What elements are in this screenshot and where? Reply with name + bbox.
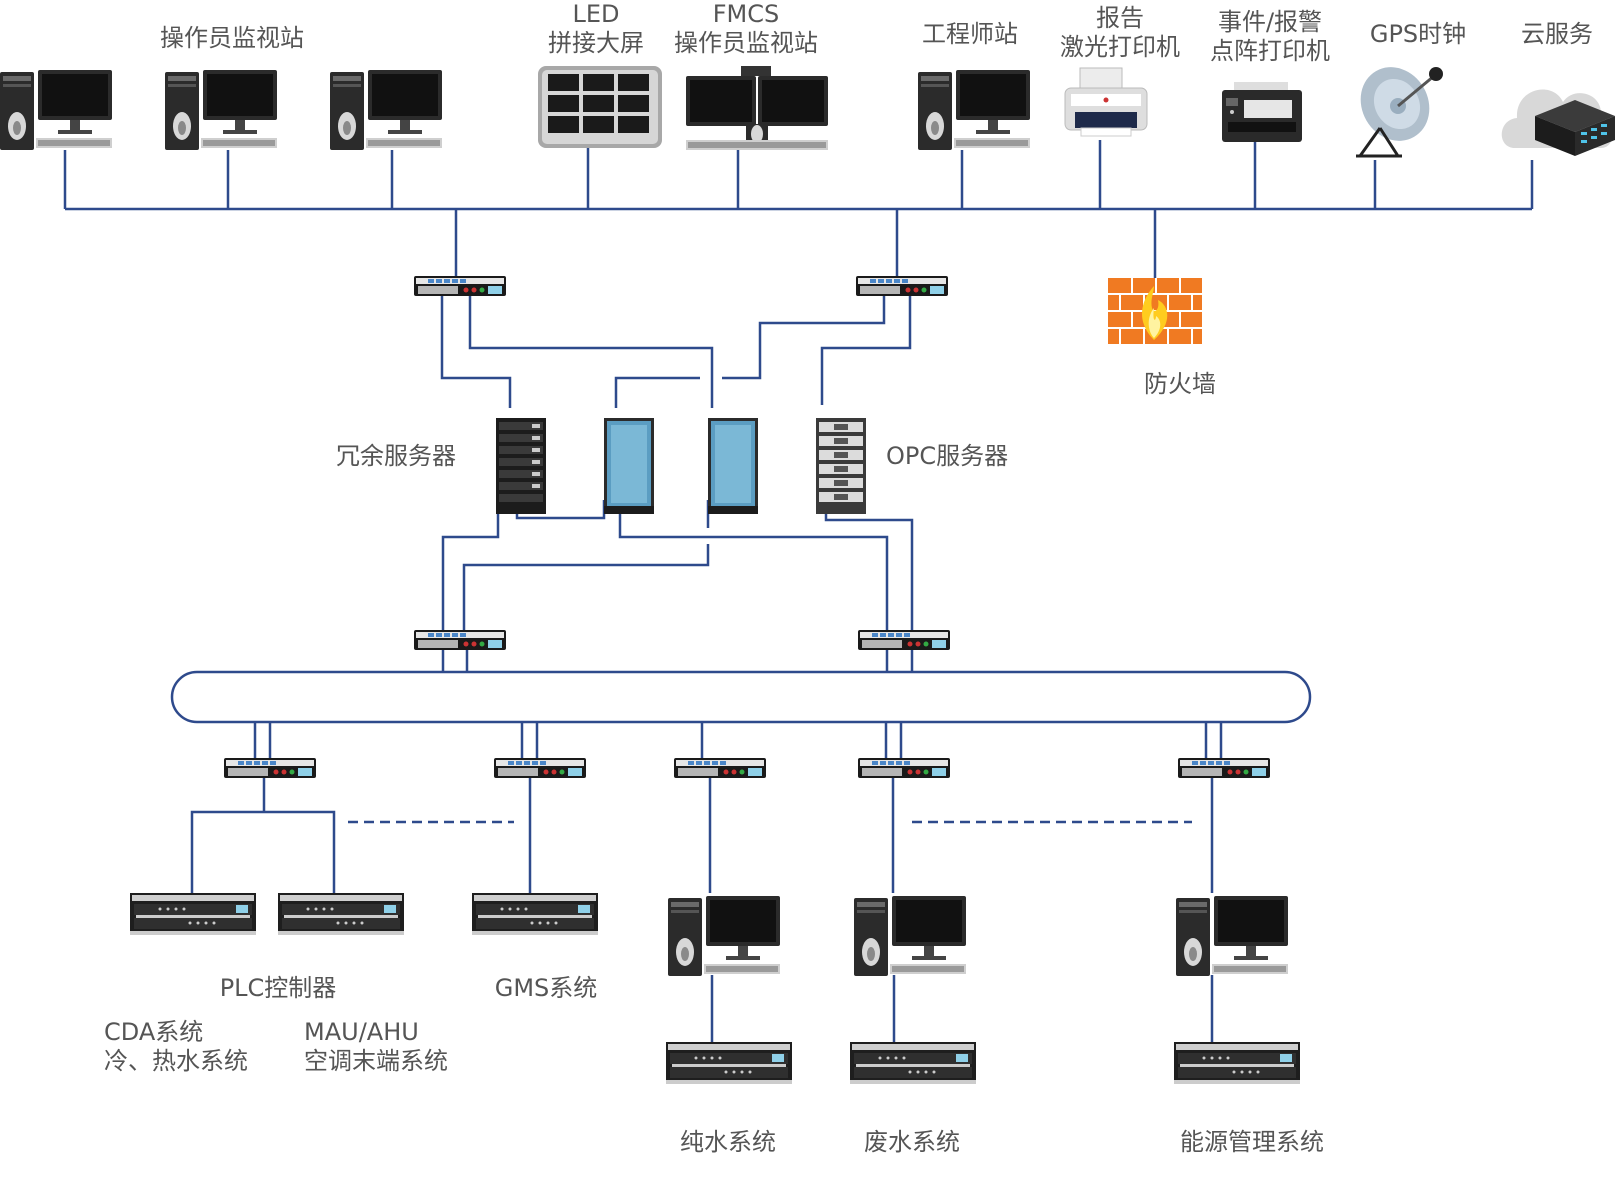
redundant-servers-label: 冗余服务器 (336, 442, 456, 470)
desktop-computer-icon (918, 70, 1030, 150)
mau-ahu-label-line2: 空调末端系统 (304, 1046, 448, 1075)
dual-monitor-workstation-icon (686, 66, 828, 150)
network-switch-icon (674, 758, 766, 778)
report-printer-label: 报告 激光打印机 (1060, 4, 1180, 62)
waste-water-system-label: 废水系统 (864, 1128, 960, 1156)
operator-stations-label: 操作员监视站 (160, 24, 304, 52)
plc-controller-icon (666, 1042, 792, 1084)
desktop-computer-icon (1176, 896, 1288, 976)
opc-server-label: OPC服务器 (886, 442, 1009, 470)
cloud-service-label: 云服务 (1521, 20, 1593, 48)
pure-water-system-label: 纯水系统 (680, 1128, 776, 1156)
fmcs-station-label-line1: FMCS (712, 0, 780, 28)
energy-management-system-label: 能源管理系统 (1180, 1128, 1324, 1156)
event-printer-label-line2: 点阵打印机 (1210, 36, 1330, 65)
network-switch-icon (858, 758, 950, 778)
cda-system-label: CDA系统 冷、热水系统 (104, 1018, 248, 1076)
cda-system-label-line2: 冷、热水系统 (104, 1046, 248, 1075)
gps-clock-label: GPS时钟 (1369, 20, 1467, 48)
server-rack-icon (708, 418, 758, 514)
cda-system-label-line1: CDA系统 (104, 1018, 204, 1046)
plc-controller-icon (850, 1042, 976, 1084)
plc-controller-icon (130, 893, 256, 935)
connection-lines (63, 140, 1534, 1042)
network-switch-icon (494, 758, 586, 778)
report-printer-label-line2: 激光打印机 (1060, 32, 1180, 61)
gms-system-label: GMS系统 (494, 974, 598, 1002)
report-printer-label-line1: 报告 (1096, 4, 1144, 32)
plc-controller-icon (472, 893, 598, 935)
server-rack-icon (816, 418, 866, 514)
satellite-dish-icon (1356, 67, 1443, 158)
led-wall-label-line1: LED (572, 0, 620, 28)
plc-controller-label: PLC控制器 (219, 974, 337, 1002)
event-printer-label-line1: 事件/报警 (1217, 8, 1323, 36)
network-switch-icon (414, 276, 506, 296)
engineer-station-label: 工程师站 (922, 20, 1018, 48)
event-printer-label: 事件/报警 点阵打印机 (1210, 8, 1330, 66)
network-switch-icon (414, 630, 506, 650)
plc-controller-icon (1174, 1042, 1300, 1084)
desktop-computer-icon (0, 70, 112, 150)
desktop-computer-icon (854, 896, 966, 976)
network-switch-icon (1178, 758, 1270, 778)
firewall-label: 防火墙 (1144, 370, 1216, 398)
desktop-computer-icon (165, 70, 277, 150)
fmcs-station-label-line2: 操作员监视站 (674, 28, 818, 57)
desktop-computer-icon (330, 70, 442, 150)
plc-controller-icon (278, 893, 404, 935)
mau-ahu-label: MAU/AHU 空调末端系统 (304, 1018, 448, 1076)
server-rack-icon (496, 418, 546, 514)
mau-ahu-label-line1: MAU/AHU (304, 1018, 419, 1046)
server-rack-icon (604, 418, 654, 514)
dot-matrix-printer-icon (1222, 82, 1302, 142)
led-wall-label: LED 拼接大屏 (548, 0, 644, 58)
fmcs-station-label: FMCS 操作员监视站 (674, 0, 818, 58)
cloud-server-icon (1501, 89, 1615, 156)
video-wall-icon (538, 66, 662, 148)
firewall-icon (1108, 278, 1202, 344)
network-switch-icon (856, 276, 948, 296)
network-switch-icon (224, 758, 316, 778)
laser-printer-icon (1064, 67, 1148, 137)
led-wall-label-line2: 拼接大屏 (548, 28, 644, 57)
desktop-computer-icon (668, 896, 780, 976)
network-switch-icon (858, 630, 950, 650)
